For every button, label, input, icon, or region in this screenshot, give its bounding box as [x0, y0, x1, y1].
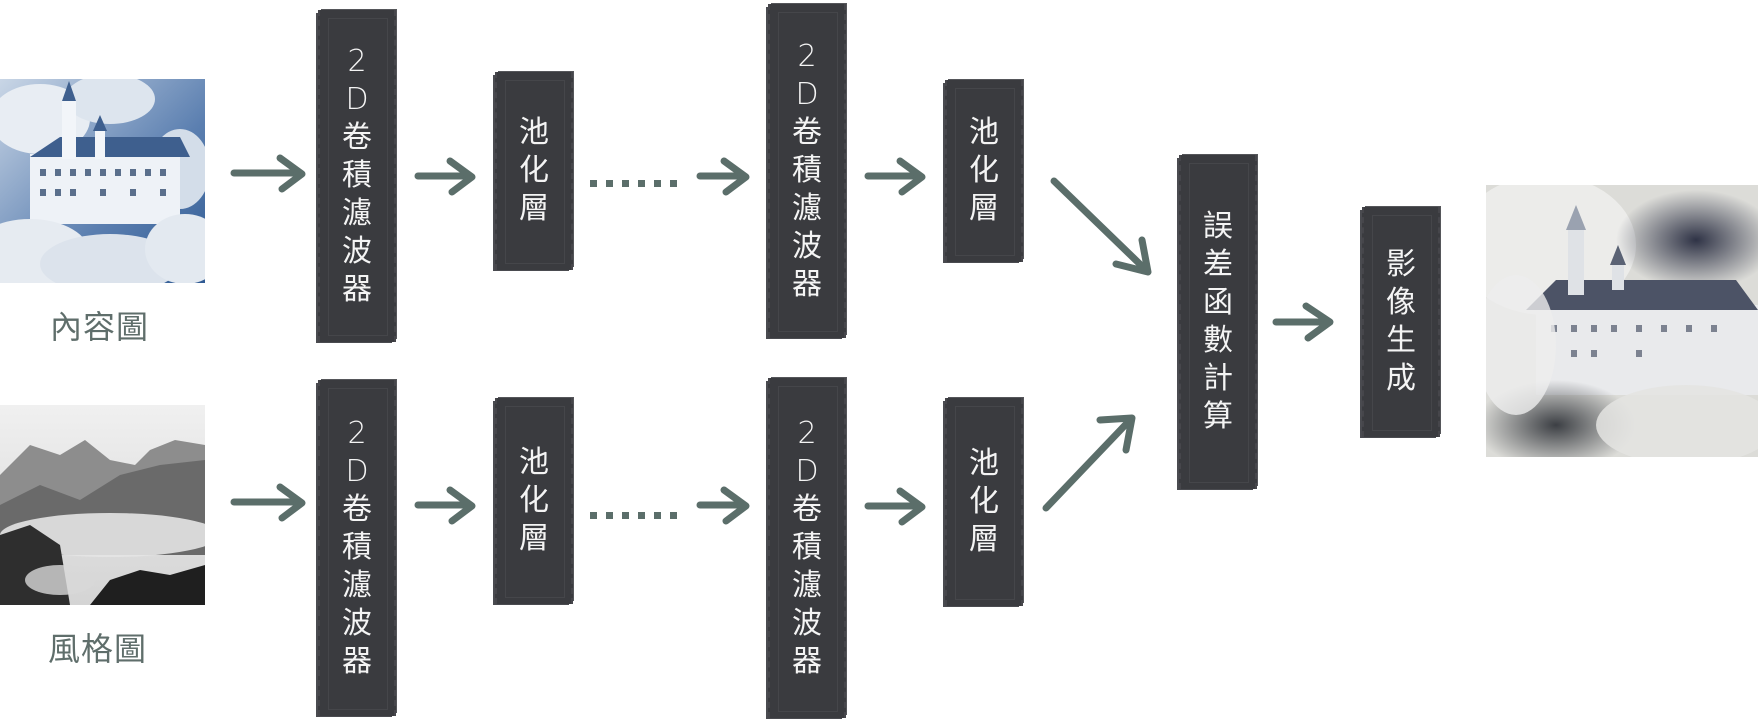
box-char: 2 — [347, 44, 367, 79]
top-pooling-layer-2: 池 化 層 — [945, 80, 1023, 262]
box-char: 化 — [969, 484, 999, 519]
box-char: 2 — [797, 39, 817, 74]
box-char: 波 — [342, 234, 372, 269]
box-char: 積 — [342, 530, 372, 565]
box-char: 誤 — [1203, 209, 1233, 244]
box-char: 函 — [1203, 285, 1233, 320]
box-char: 像 — [1386, 285, 1416, 320]
box-char: 池 — [969, 115, 999, 150]
box-char: 化 — [969, 153, 999, 188]
box-char: 卷 — [342, 492, 372, 527]
box-char: 影 — [1386, 247, 1416, 282]
box-char: D — [795, 454, 819, 489]
content-image-label: 內容圖 — [50, 308, 150, 346]
output-image — [1486, 185, 1758, 457]
bottom-pooling-layer-1: 池 化 層 — [495, 398, 573, 604]
box-char: 波 — [792, 606, 822, 641]
bottom-conv-filter-1: 2 D 卷 積 濾 波 器 — [318, 380, 396, 716]
box-char: D — [345, 454, 369, 489]
arrow-right-icon — [696, 486, 750, 525]
box-char: 層 — [519, 521, 549, 556]
box-char: 波 — [792, 229, 822, 264]
arrow-right-icon — [230, 483, 306, 522]
box-char: 層 — [969, 191, 999, 226]
box-char: 2 — [347, 416, 367, 451]
arrow-right-icon — [864, 157, 926, 196]
style-image — [0, 405, 205, 605]
arrow-down-right-icon — [1050, 177, 1152, 276]
box-char: 積 — [792, 153, 822, 188]
loss-function-box: 誤 差 函 數 計 算 — [1179, 155, 1257, 489]
box-char: 積 — [342, 158, 372, 193]
box-char: 池 — [519, 115, 549, 150]
mountain-photo-icon — [0, 405, 205, 605]
top-ellipsis — [590, 175, 680, 189]
arrow-right-icon — [696, 157, 750, 196]
box-char: 波 — [342, 606, 372, 641]
box-char: 成 — [1386, 361, 1416, 396]
box-char: 器 — [342, 272, 372, 307]
box-char: 濾 — [342, 568, 372, 603]
box-char: 器 — [792, 644, 822, 679]
bottom-ellipsis — [590, 507, 680, 521]
box-char: 池 — [969, 446, 999, 481]
box-char: 層 — [519, 191, 549, 226]
bottom-pooling-layer-2: 池 化 層 — [945, 398, 1023, 606]
box-char: 計 — [1203, 361, 1233, 396]
top-pooling-layer-1: 池 化 層 — [495, 72, 573, 270]
box-char: 差 — [1203, 247, 1233, 282]
box-char: 積 — [792, 530, 822, 565]
top-conv-filter-2: 2 D 卷 積 濾 波 器 — [768, 4, 846, 338]
arrow-right-icon — [864, 487, 926, 526]
top-conv-filter-1: 2 D 卷 積 濾 波 器 — [318, 10, 396, 342]
content-image — [0, 79, 205, 283]
box-char: D — [345, 82, 369, 117]
box-char: 濾 — [792, 568, 822, 603]
arrow-right-icon — [1272, 302, 1334, 342]
box-char: 算 — [1203, 399, 1233, 434]
box-char: 生 — [1386, 323, 1416, 358]
box-char: 卷 — [792, 492, 822, 527]
box-char: 卷 — [792, 115, 822, 150]
box-char: D — [795, 77, 819, 112]
box-char: 池 — [519, 445, 549, 480]
box-char: 濾 — [342, 196, 372, 231]
castle-photo-icon — [0, 79, 205, 283]
box-char: 2 — [797, 416, 817, 451]
bottom-conv-filter-2: 2 D 卷 積 濾 波 器 — [768, 378, 846, 718]
box-char: 化 — [519, 483, 549, 518]
stylized-castle-photo-icon — [1486, 185, 1758, 457]
box-char: 化 — [519, 153, 549, 188]
arrow-up-right-icon — [1042, 414, 1136, 512]
style-image-label: 風格圖 — [48, 630, 148, 668]
box-char: 器 — [792, 267, 822, 302]
arrow-right-icon — [230, 154, 306, 193]
arrow-right-icon — [414, 157, 476, 196]
box-char: 數 — [1203, 323, 1233, 358]
box-char: 器 — [342, 644, 372, 679]
image-generation-box: 影 像 生 成 — [1362, 207, 1440, 437]
box-char: 卷 — [342, 120, 372, 155]
ellipsis-dots-icon — [590, 512, 677, 519]
box-char: 濾 — [792, 191, 822, 226]
box-char: 層 — [969, 522, 999, 557]
ellipsis-dots-icon — [590, 180, 677, 187]
arrow-right-icon — [414, 486, 476, 525]
